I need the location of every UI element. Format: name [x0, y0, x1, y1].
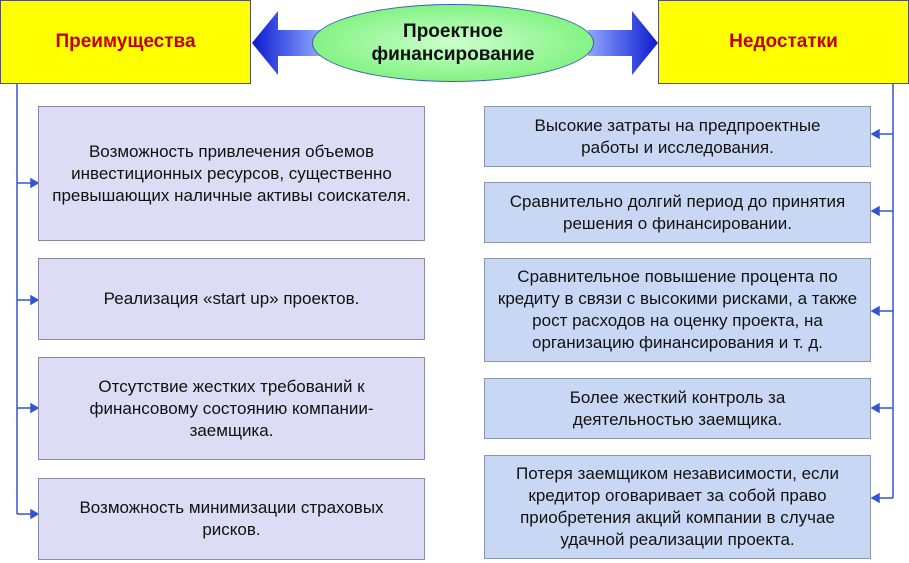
- disadvantage-item: Потеря заемщиком независимости, если кре…: [484, 455, 871, 559]
- center-line-2: финансирование: [371, 44, 535, 65]
- arrow-icon: [30, 294, 40, 306]
- arrow-icon: [30, 177, 40, 189]
- disadvantage-item: Сравнительно долгий период до принятия р…: [484, 182, 871, 243]
- center-line-1: Проектное: [403, 21, 503, 42]
- disadvantage-text: Высокие затраты на предпроектные работы …: [534, 115, 821, 157]
- disadvantage-item: Сравнительное повышение процента по кред…: [484, 258, 871, 362]
- disadvantage-item: Более жесткий контроль за деятельностью …: [484, 378, 871, 439]
- advantages-header: Преимущества: [0, 0, 251, 84]
- arrow-icon: [870, 128, 880, 140]
- arrow-icon: [30, 508, 40, 520]
- disadvantage-text: Сравнительное повышение процента по кред…: [497, 267, 858, 352]
- disadvantage-text: Более жесткий контроль за деятельностью …: [569, 387, 786, 429]
- arrow-icon: [870, 402, 880, 414]
- advantage-item: Реализация «start up» проектов.: [38, 258, 425, 340]
- advantage-text: Возможность привлечения объемов инвестиц…: [52, 141, 411, 205]
- arrow-icon: [30, 402, 40, 414]
- advantage-text: Реализация «start up» проектов.: [103, 289, 360, 308]
- advantage-item: Отсутствие жестких требований к финансов…: [38, 357, 425, 460]
- advantage-text: Отсутствие жестких требований к финансов…: [89, 376, 374, 440]
- arrow-icon: [870, 492, 880, 504]
- arrow-icon: [870, 205, 880, 217]
- right-block-arrow: [588, 11, 658, 75]
- disadvantages-header: Недостатки: [658, 0, 909, 84]
- advantage-item: Возможность привлечения объемов инвестиц…: [38, 106, 425, 241]
- left-block-arrow: [252, 11, 320, 75]
- advantage-text: Возможность минимизации страховых рисков…: [79, 498, 384, 539]
- advantage-item: Возможность минимизации страховых рисков…: [38, 478, 425, 560]
- disadvantages-header-label: Недостатки: [729, 31, 838, 52]
- project-finance-ellipse: Проектное финансирование: [312, 4, 594, 82]
- disadvantage-text: Сравнительно долгий период до принятия р…: [509, 191, 846, 233]
- disadvantage-item: Высокие затраты на предпроектные работы …: [484, 106, 871, 167]
- arrow-icon: [870, 305, 880, 317]
- advantages-header-label: Преимущества: [55, 31, 196, 52]
- disadvantage-text: Потеря заемщиком независимости, если кре…: [516, 464, 839, 549]
